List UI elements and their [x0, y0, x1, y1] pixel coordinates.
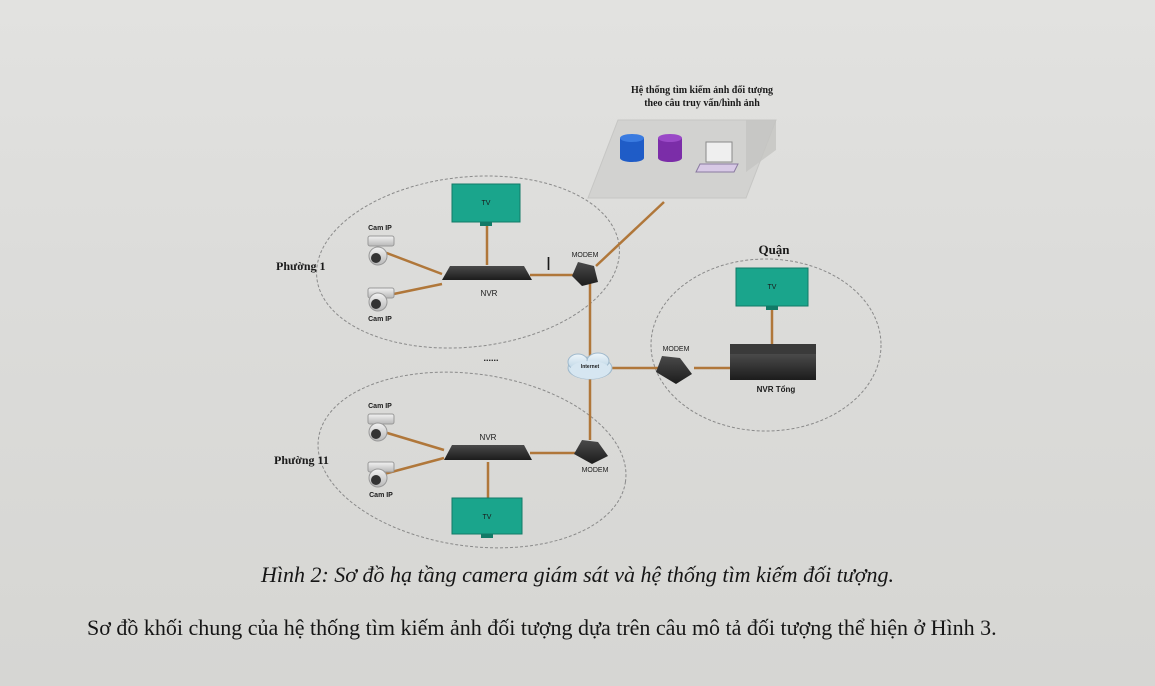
ward1-tv-stand	[480, 222, 492, 226]
search-system-subtitle: theo câu truy vấn/hình ảnh	[644, 98, 760, 109]
platform-wall	[746, 120, 776, 172]
figure-caption: Hình 2: Sơ đồ hạ tầng camera giám sát và…	[260, 562, 895, 587]
ward11-modem-label: MODEM	[582, 467, 609, 474]
ward1-nvr-label: NVR	[481, 289, 498, 298]
ward1-camera-bottom-icon	[367, 287, 395, 312]
ward1-cam-bottom-label: Cam IP	[368, 316, 392, 323]
ward11-tv	[451, 497, 523, 535]
ward11-group: Phường 11 Cam IP Cam IP NVR MODEM TV	[274, 403, 609, 538]
district-tv	[735, 267, 809, 307]
ward1-label: Phường 1	[276, 259, 326, 273]
database-purple-icon	[658, 134, 682, 162]
ward1-boundary	[316, 175, 620, 349]
database-blue-icon	[620, 134, 644, 162]
search-system: Hệ thống tìm kiếm ảnh đối tượng theo câu…	[587, 85, 777, 199]
text-cursor-icon: I	[546, 254, 551, 274]
ward1-tv	[451, 183, 521, 223]
district-label: Quận	[758, 242, 790, 257]
laptop-icon	[695, 141, 739, 173]
district-tv-stand	[766, 306, 778, 310]
ward11-tv-stand	[481, 534, 493, 538]
district-boundary	[650, 258, 882, 432]
paragraph-text: Sơ đồ khối chung của hệ thống tìm kiếm ả…	[87, 615, 997, 640]
ward11-camera-bottom-icon	[367, 461, 395, 488]
ward11-camera-top-icon	[367, 413, 395, 442]
ward11-boundary	[317, 371, 627, 549]
ward11-nvr-label: NVR	[480, 433, 497, 442]
connection-links	[383, 201, 774, 498]
district-nvr	[730, 354, 816, 380]
ward11-tv-label: TV	[483, 514, 492, 521]
district-nvr-label: NVR Tổng	[757, 385, 796, 394]
ward11-label: Phường 11	[274, 453, 329, 467]
district-group: Quận TV MODEM NVR Tổng	[656, 242, 816, 394]
district-modem-label: MODEM	[663, 346, 690, 353]
district-nvr-top	[730, 344, 816, 354]
ward11-nvr	[444, 445, 532, 460]
search-system-title: Hệ thống tìm kiếm ảnh đối tượng	[631, 85, 773, 96]
ward11-cam-bottom-label: Cam IP	[369, 492, 393, 499]
ward1-tv-label: TV	[482, 200, 491, 207]
ward1-cam-top-label: Cam IP	[368, 225, 392, 232]
body-paragraph: Sơ đồ khối chung của hệ thống tìm kiếm ả…	[32, 612, 1132, 643]
internet-cloud-icon	[567, 352, 613, 380]
district-tv-label: TV	[768, 284, 777, 291]
ward1-nvr	[442, 266, 532, 280]
ward11-modem-icon	[574, 440, 608, 464]
ward1-modem-icon	[572, 262, 598, 286]
district-modem-icon	[656, 356, 692, 384]
ward1-camera-top-icon	[367, 235, 395, 266]
ward-separator: ......	[483, 353, 498, 363]
ward1-group: Phường 1 TV Cam IP Cam IP NVR MODEM I	[276, 183, 599, 323]
ward11-cam-top-label: Cam IP	[368, 403, 392, 410]
internet-label: Internet	[581, 364, 600, 370]
ward1-modem-label: MODEM	[572, 252, 599, 259]
